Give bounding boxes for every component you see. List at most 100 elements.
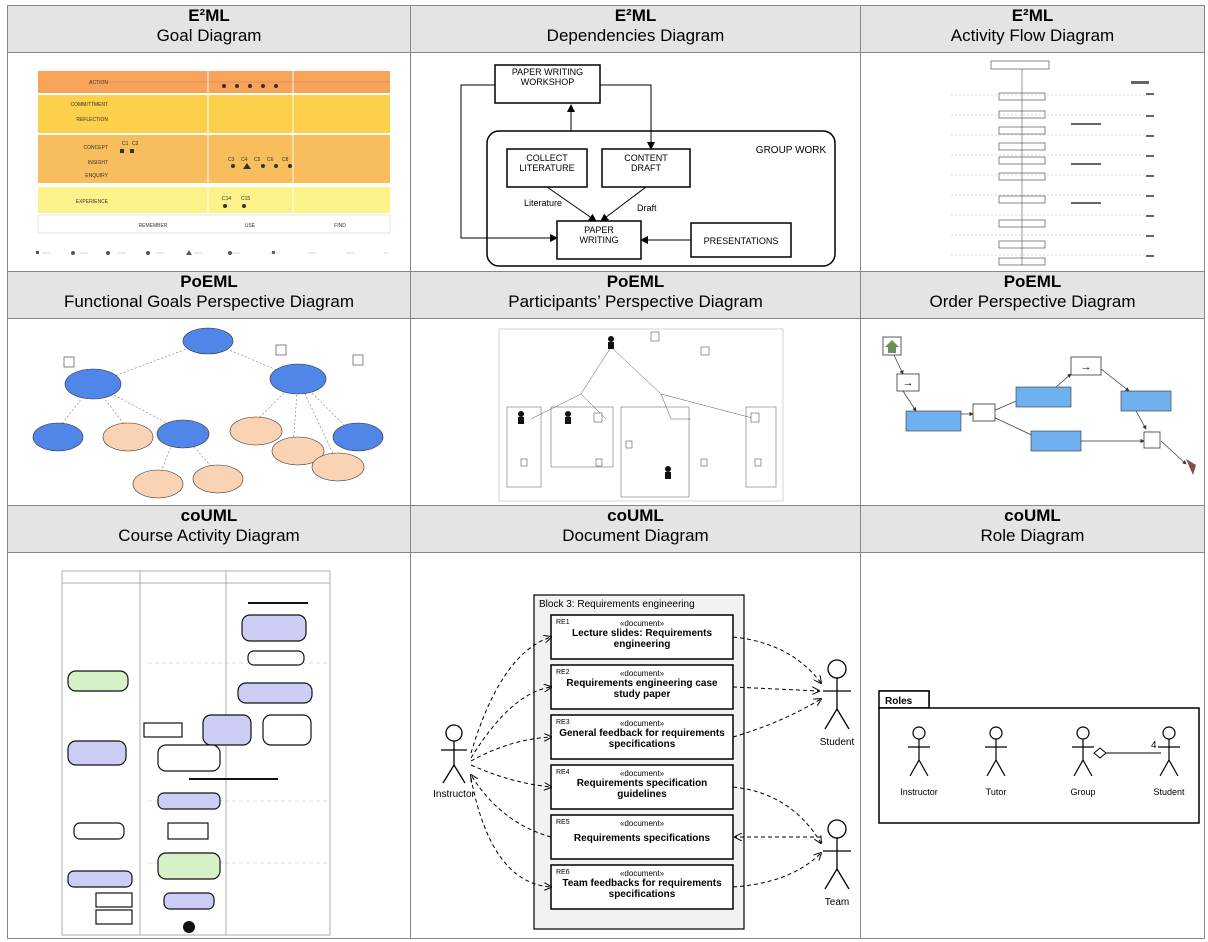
role-diagram-svg: Roles 4 Instructor Tutor Group Student [878,690,1200,824]
language-label: E²ML [188,6,230,25]
role-instructor-label: Instructor [900,787,938,797]
mark-c5: C5 [254,157,261,163]
mark-c15: C15 [241,196,250,202]
goal-diagram: ACTION COMMITTMENT REFLECTION CONCEPT IN… [8,53,410,271]
doc-id: RE6 [556,869,570,876]
doc-id: RE2 [556,669,570,676]
actor-student [823,659,851,730]
cell-header: PoEML Participants’ Perspective Diagram [411,272,860,319]
actor-student-label: Student [820,737,855,748]
dependencies-diagram: GROUP WORK PAPER WRITING WORKSHOP COLLEC… [411,53,860,271]
node-writing-label: PAPER WRITING [579,225,619,245]
doc-stereotype: «document» [620,619,665,628]
cell-header: coUML Course Activity Diagram [8,506,410,553]
cell-order-diagram: PoEML Order Perspective Diagram → → [861,272,1204,506]
diagram-title: Order Perspective Diagram [929,292,1136,311]
multiplicity-label: 4 [1151,740,1157,751]
actor-student [1158,726,1180,777]
mark-c3: C3 [228,157,235,163]
actor-instructor [441,724,467,784]
activity-flow-svg [951,60,1154,266]
language-label: coUML [1004,506,1061,525]
doc-id: RE3 [556,719,570,726]
diagram-title: Functional Goals Perspective Diagram [63,292,355,311]
group-work-label: GROUP WORK [756,145,827,156]
dependencies-diagram-svg: GROUP WORK PAPER WRITING WORKSHOP COLLEC… [460,64,836,267]
language-label: coUML [607,506,664,525]
doc-stereotype: «document» [620,669,665,678]
svg-text:→: → [903,377,914,389]
diagram-title: Document Diagram [562,526,709,545]
row-reflection: REFLECTION [76,117,108,123]
cell-header: coUML Role Diagram [861,506,1204,553]
doc-id: RE1 [556,619,570,626]
doc-id: RE4 [556,769,570,776]
actor-instructor-label: Instructor [433,789,475,800]
doc-stereotype: «document» [620,719,665,728]
mark-c6: C6 [267,157,274,163]
course-activity-diagram [8,553,410,938]
goal-diagram-svg: ACTION COMMITTMENT REFLECTION CONCEPT IN… [36,71,391,255]
participants-svg [498,328,784,502]
block-title: Block 3: Requirements engineering [539,599,695,610]
role-diagram: Roles 4 Instructor Tutor Group Student [861,553,1204,938]
row-enquiry: ENQUIRY [85,173,108,179]
functional-goals-svg [32,327,384,499]
row-concept: CONCEPT [84,145,108,151]
doc-name: Team feedbacks for requirements specific… [562,878,722,900]
doc-id: RE5 [556,819,570,826]
mark-c1: C1 [122,141,129,147]
doc-re5: RE5 «document» Requirements specificatio… [550,814,734,860]
doc-name: Requirements engineering case study pape… [566,678,718,700]
language-label: coUML [180,506,238,525]
order-svg: → → [882,336,1196,475]
doc-stereotype: «document» [620,769,665,778]
node-presentations-label: PRESENTATIONS [704,236,779,246]
language-label: PoEML [180,272,238,291]
mark-c8: C8 [282,157,289,163]
row-committment: COMMITTMENT [71,102,109,108]
diagram-title: Role Diagram [980,526,1085,545]
functional-goals-diagram [8,319,410,505]
doc-re3: RE3 «document» General feedback for requ… [550,714,734,760]
node-workshop [494,64,601,104]
doc-name: General feedback for requirements specif… [559,728,725,750]
node-collect-label: COLLECT LITERATURE [519,153,575,173]
actor-tutor [985,726,1007,777]
mark-c14: C14 [222,196,231,202]
node-workshop-label: PAPER WRITING WORKSHOP [511,67,584,87]
language-label: PoEML [606,272,665,291]
doc-name: Requirements specification guidelines [576,778,708,800]
cell-role-diagram: coUML Role Diagram Roles 4 Instructor [861,506,1204,938]
cell-dependencies-diagram: E²ML Dependencies Diagram GROUP WORK PAP… [411,6,861,272]
edge-literature: Literature [524,198,562,208]
cell-participants-diagram: PoEML Participants’ Perspective Diagram [411,272,861,506]
col-use: USE [245,223,256,229]
role-student-label: Student [1153,787,1185,797]
cell-header: E²ML Goal Diagram [8,6,410,53]
cell-functional-goals-diagram: PoEML Functional Goals Perspective Diagr… [8,272,411,506]
doc-name: Requirements specifications [573,833,711,844]
row-insight: INSIGHT [88,160,108,166]
cell-header: E²ML Activity Flow Diagram [861,6,1204,53]
activity-flow-diagram [861,53,1204,271]
group-work-box [486,130,836,267]
cell-header: E²ML Dependencies Diagram [411,6,860,53]
participants-diagram [411,319,860,505]
role-group-label: Group [1070,787,1095,797]
doc-re2: RE2 «document» Requirements engineering … [550,664,734,710]
col-find: FIND [334,223,346,229]
row-experience: EXPERIENCE [76,199,109,205]
course-activity-svg [61,570,331,936]
actor-instructor [908,726,930,777]
language-label: E²ML [614,6,657,25]
cell-goal-diagram: E²ML Goal Diagram ACTION COMMITTMENT REF… [8,6,411,272]
diagram-grid: E²ML Goal Diagram ACTION COMMITTMENT REF… [7,5,1205,939]
document-diagram-svg: Block 3: Requirements engineering RE1 «d… [433,594,855,930]
actor-team-label: Team [825,897,849,908]
col-remember: REMEMBER [139,223,168,229]
cell-document-diagram: coUML Document Diagram Block 3: Requirem… [411,506,861,938]
cell-header: PoEML Order Perspective Diagram [861,272,1204,319]
doc-name: Lecture slides: Requirements engineering [571,628,713,650]
mark-c4: C4 [241,157,248,163]
